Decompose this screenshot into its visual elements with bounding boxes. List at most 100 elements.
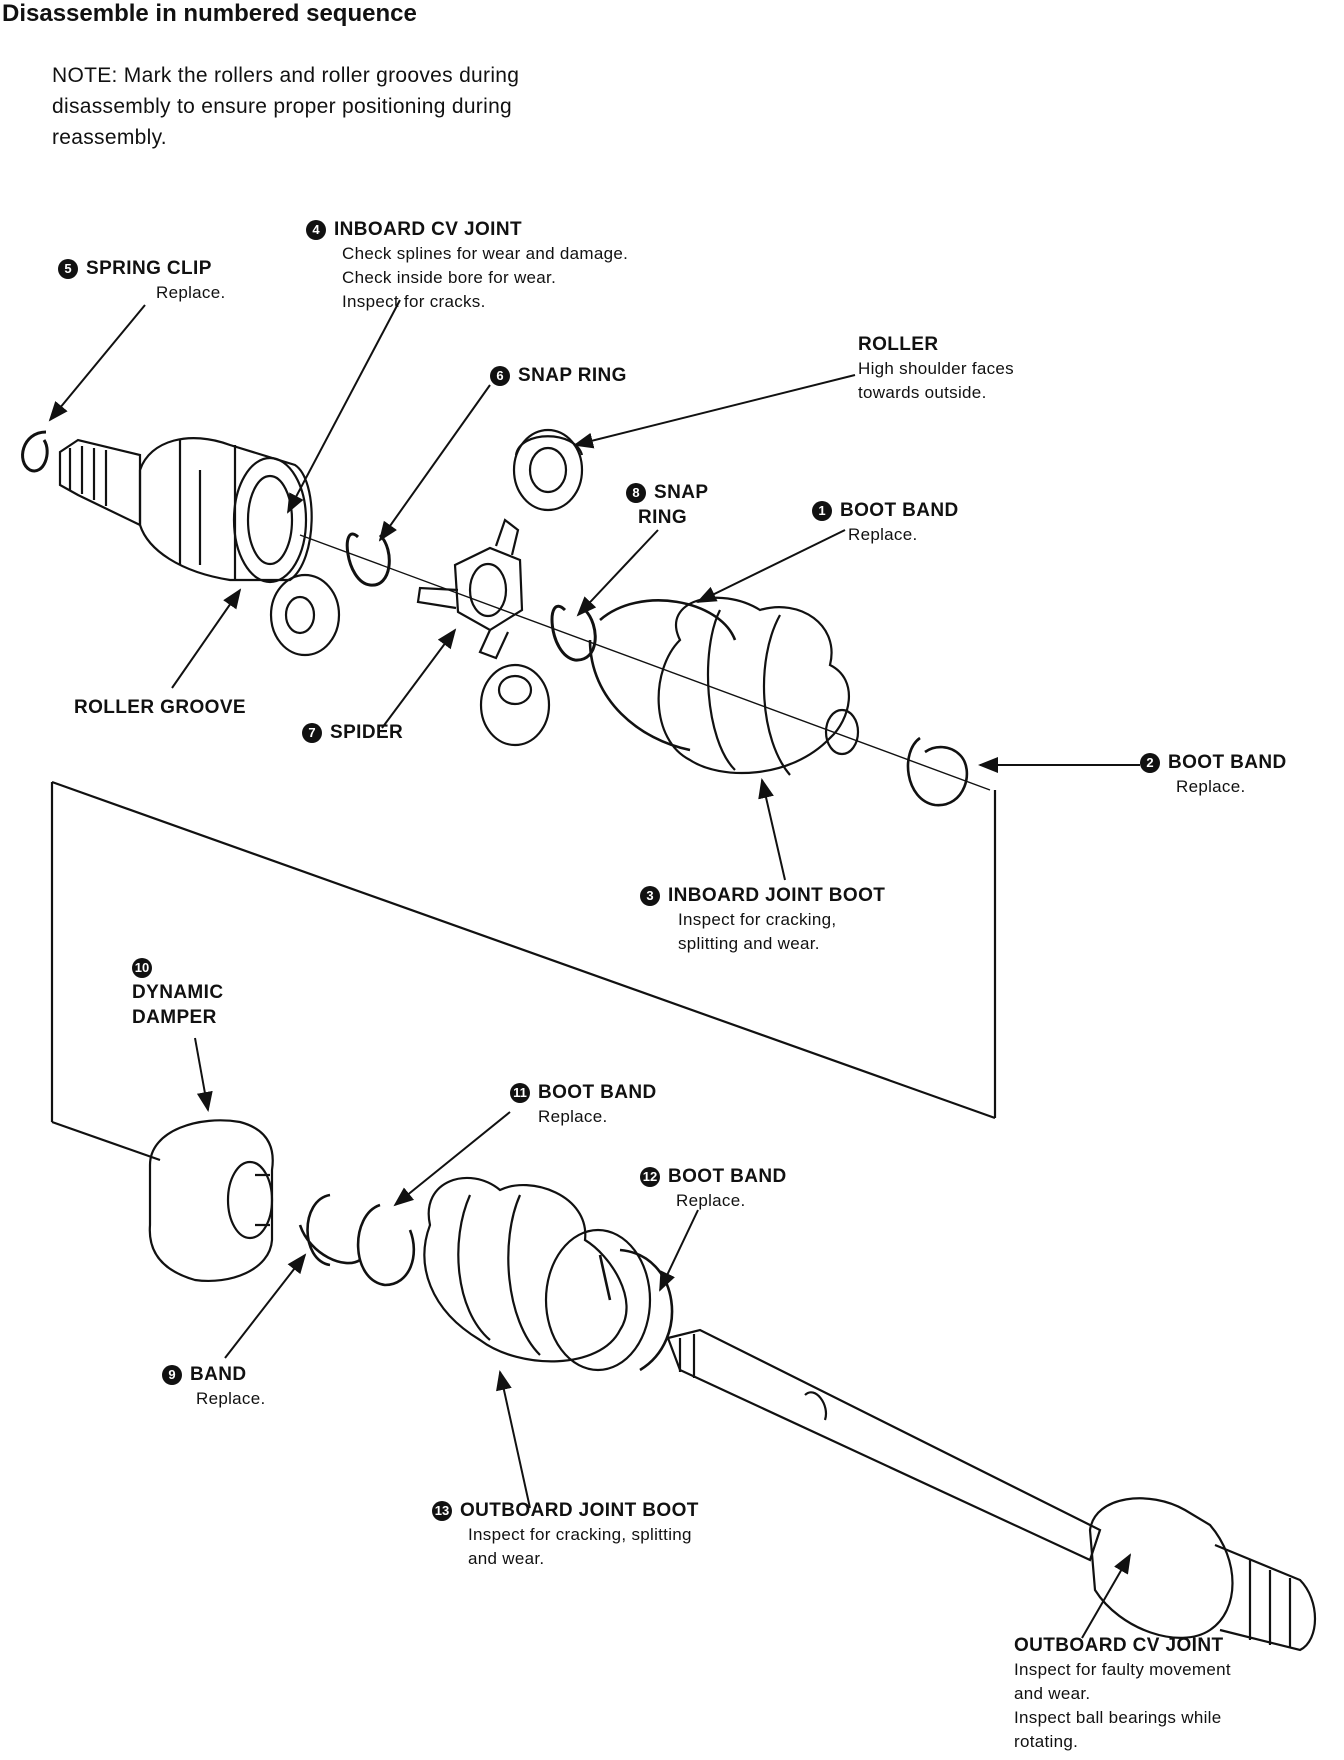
label-description: towards outside.: [858, 383, 987, 402]
leader-arrow: [381, 628, 457, 729]
label-description: splitting and wear.: [678, 934, 820, 953]
label-heading: BOOT BAND: [538, 1082, 657, 1103]
label-heading: ROLLER: [858, 334, 939, 355]
label-outboard-cv-joint: OUTBOARD CV JOINT Inspect for faulty mov…: [1014, 1633, 1231, 1754]
label-heading: OUTBOARD JOINT BOOT: [460, 1500, 699, 1521]
label-description: Replace.: [1176, 777, 1246, 796]
label-heading: DAMPER: [132, 1007, 217, 1028]
label-heading: BOOT BAND: [840, 500, 959, 521]
outboard-shaft-part: [666, 1328, 1102, 1562]
label-heading: SPIDER: [330, 722, 404, 743]
leader-arrow: [1081, 1553, 1132, 1639]
leader-arrow: [393, 1111, 511, 1207]
label-description: rotating.: [1014, 1732, 1079, 1751]
leader-arrow: [496, 1370, 531, 1509]
label-heading: BAND: [190, 1364, 247, 1385]
page-title: Disassemble in numbered sequence: [2, 0, 417, 27]
label-band-9: 9 BAND Replace.: [162, 1362, 266, 1411]
label-snap-ring-6: 6 SNAP RING: [490, 363, 627, 388]
label-spider: 7 SPIDER: [302, 720, 403, 745]
boot-band-11-part: [356, 1203, 416, 1287]
label-heading: SPRING CLIP: [86, 258, 212, 279]
outboard-joint-boot-part: [423, 1176, 652, 1372]
label-description: Inspect ball bearings while: [1014, 1708, 1222, 1727]
label-description: Replace.: [196, 1389, 266, 1408]
label-description: Replace.: [538, 1107, 608, 1126]
bracket-line: [51, 1120, 161, 1162]
label-roller-groove: ROLLER GROOVE: [74, 695, 246, 720]
label-heading: DYNAMIC: [132, 982, 224, 1003]
label-dynamic-damper: 10 DYNAMIC DAMPER: [132, 955, 223, 1030]
leader-arrow: [224, 1253, 307, 1359]
leader-arrow: [171, 588, 242, 689]
label-boot-band-12: 12 BOOT BAND Replace.: [640, 1164, 787, 1213]
label-description: Inspect for cracking, splitting: [468, 1525, 692, 1544]
step-number-badge: 13: [432, 1501, 452, 1521]
note-block: NOTE: Mark the rollers and roller groove…: [52, 60, 638, 153]
label-heading: RING: [638, 507, 688, 528]
step-number-badge: 12: [640, 1167, 660, 1187]
step-number-badge: 9: [162, 1365, 182, 1385]
step-number-badge: 8: [626, 483, 646, 503]
inboard-joint-boot-part: [657, 596, 860, 776]
label-description: Inspect for cracking,: [678, 910, 837, 929]
label-description: and wear.: [1014, 1684, 1091, 1703]
step-number-badge: 5: [58, 259, 78, 279]
label-heading: INBOARD JOINT BOOT: [668, 885, 886, 906]
bracket-line: [51, 780, 996, 1120]
label-description: Check inside bore for wear.: [342, 268, 557, 287]
note-line: reassembly.: [52, 126, 167, 149]
label-boot-band-11: 11 BOOT BAND Replace.: [510, 1080, 657, 1129]
roller-part: [479, 663, 551, 747]
spring-clip-part: [21, 430, 49, 473]
boot-band-12-part: [598, 1248, 674, 1372]
label-heading: ROLLER GROOVE: [74, 697, 246, 718]
dynamic-damper-part: [148, 1119, 274, 1282]
label-inboard-cv-joint: 4 INBOARD CV JOINT Check splines for wear…: [306, 217, 628, 314]
leader-arrow: [696, 529, 846, 603]
label-roller: ROLLER High shoulder faces towards outsi…: [858, 332, 1014, 405]
label-heading: SNAP RING: [518, 365, 627, 386]
label-heading: OUTBOARD CV JOINT: [1014, 1635, 1224, 1656]
label-description: Replace.: [676, 1191, 746, 1210]
label-heading: BOOT BAND: [1168, 752, 1287, 773]
snap-ring-6-part: [345, 532, 391, 587]
axis-line: [299, 534, 991, 791]
leader-arrow: [378, 384, 491, 542]
label-description: and wear.: [468, 1549, 545, 1568]
step-number-badge: 3: [640, 886, 660, 906]
step-number-badge: 6: [490, 366, 510, 386]
label-description: Replace.: [156, 283, 226, 302]
note-line: disassembly to ensure proper positioning…: [52, 95, 513, 118]
leader-arrow: [573, 374, 856, 449]
label-heading: INBOARD CV JOINT: [334, 219, 522, 240]
step-number-badge: 4: [306, 220, 326, 240]
snap-ring-8-part: [550, 605, 597, 662]
step-number-badge: 7: [302, 723, 322, 743]
band-9-part: [298, 1193, 361, 1267]
label-description: Inspect for faulty movement: [1014, 1660, 1231, 1679]
step-number-badge: 2: [1140, 753, 1160, 773]
label-description: High shoulder faces: [858, 359, 1014, 378]
leader-arrow: [659, 1209, 699, 1292]
label-boot-band-2: 2 BOOT BAND Replace.: [1140, 750, 1287, 799]
roller-part: [269, 573, 341, 657]
label-description: Check splines for wear and damage.: [342, 244, 629, 263]
label-spring-clip: 5 SPRING CLIP Replace.: [58, 256, 226, 305]
label-description: Replace.: [848, 525, 918, 544]
step-number-badge: 10: [132, 958, 152, 978]
note-line: NOTE: Mark the rollers and roller groove…: [52, 64, 520, 87]
label-heading: BOOT BAND: [668, 1166, 787, 1187]
leader-arrow: [48, 304, 146, 422]
label-inboard-joint-boot: 3 INBOARD JOINT BOOT Inspect for cracking…: [640, 883, 885, 956]
outboard-cv-joint-part: [1088, 1497, 1317, 1652]
leader-arrow: [287, 299, 401, 514]
step-number-badge: 11: [510, 1083, 530, 1103]
boot-band-2-part: [906, 736, 969, 807]
leader-arrow: [194, 1037, 213, 1112]
leader-arrow: [576, 529, 659, 617]
label-description: Inspect for cracks.: [342, 292, 486, 311]
